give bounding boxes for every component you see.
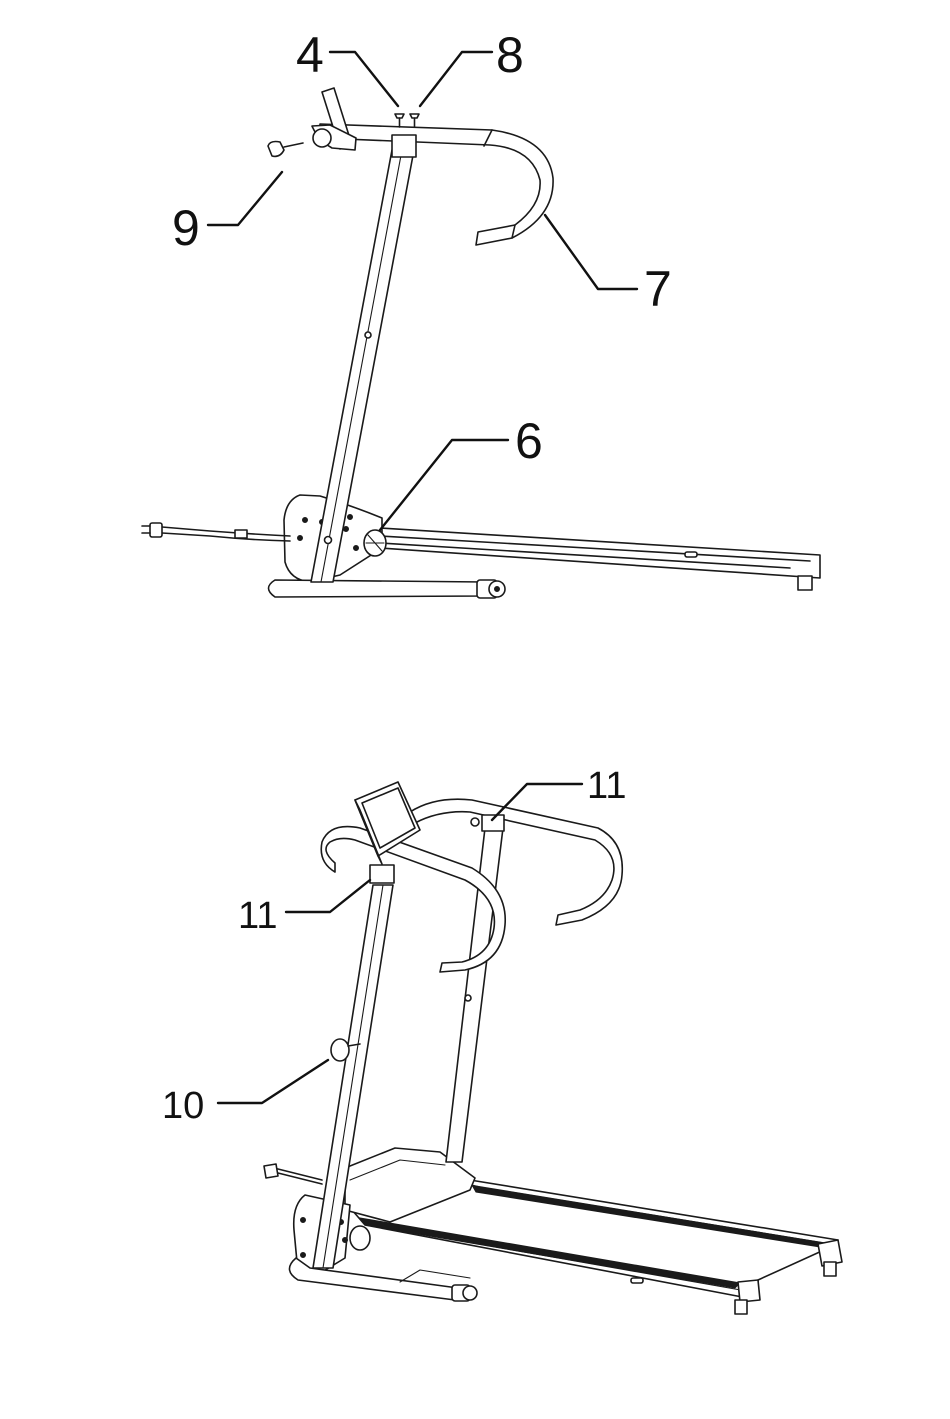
label-11-upper: 11: [587, 765, 626, 807]
deck-frame: [380, 528, 820, 590]
fold-knob: [364, 530, 386, 556]
screws: [395, 114, 419, 127]
leader-10: [218, 1060, 328, 1103]
leader-4: [330, 52, 398, 106]
leader-9: [208, 172, 282, 225]
knob-bolt: [268, 142, 303, 157]
leader-8: [420, 52, 492, 106]
label-9: 9: [172, 200, 200, 256]
leader-7: [545, 215, 637, 289]
base-foot-bar: [269, 580, 506, 598]
leader-6: [380, 440, 508, 530]
leader-11-lower: [286, 880, 370, 912]
treadmill-perspective-view: 11 11 10: [162, 765, 842, 1314]
label-4: 4: [296, 27, 324, 83]
label-10: 10: [162, 1085, 204, 1127]
treadmill-side-view: 4 8 9 7 6: [142, 27, 820, 598]
label-6: 6: [515, 413, 543, 469]
console-mount: [312, 88, 356, 150]
label-7: 7: [644, 261, 672, 317]
power-cord-3d: [264, 1164, 322, 1184]
label-11-lower: 11: [238, 895, 277, 937]
label-8: 8: [496, 27, 524, 83]
power-cord: [142, 523, 290, 541]
